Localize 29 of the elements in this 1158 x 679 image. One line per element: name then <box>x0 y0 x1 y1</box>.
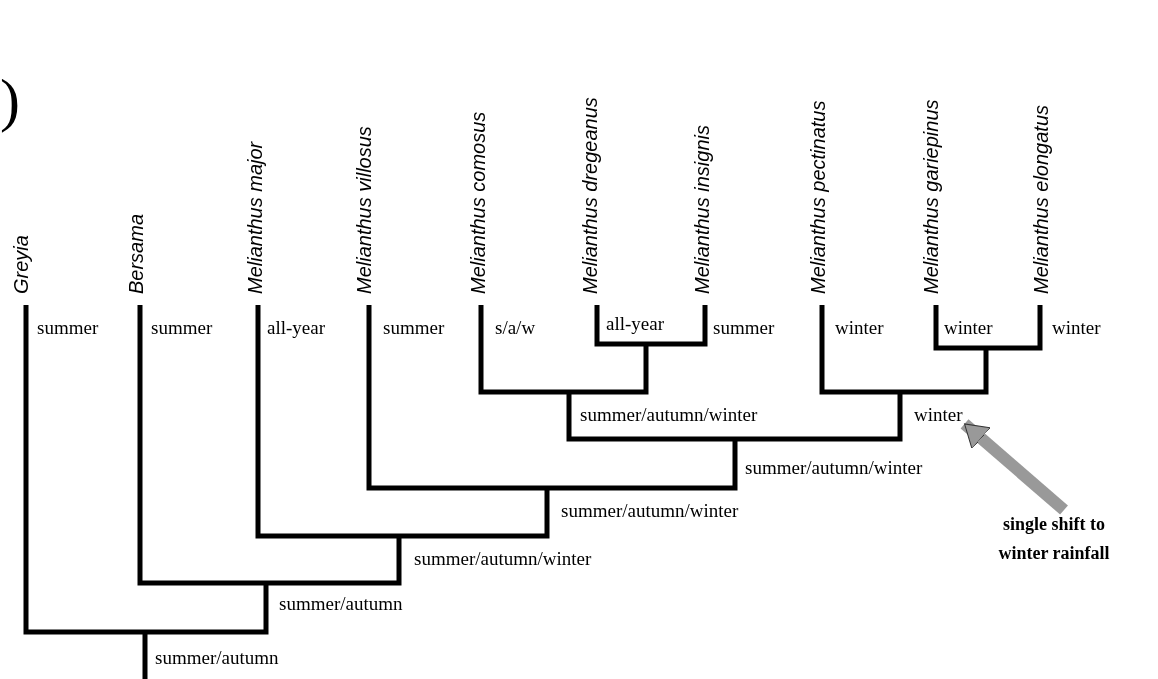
arrow <box>960 419 1068 515</box>
state-label: winter <box>944 318 993 339</box>
state-label: winter <box>835 318 884 339</box>
state-label: winter <box>914 405 963 426</box>
annotation-text: single shift to winter rainfall <box>984 510 1124 568</box>
state-label: all-year <box>606 314 664 335</box>
taxon-label: Melianthus insignis <box>691 125 713 294</box>
state-label: summer/autumn/winter <box>745 458 923 479</box>
taxon-label: Melianthus gariepinus <box>920 99 942 294</box>
state-label: summer <box>151 318 213 339</box>
state-label: summer/autumn/winter <box>414 549 592 570</box>
taxon-label: Melianthus elongatus <box>1030 105 1052 294</box>
state-label: summer <box>713 318 775 339</box>
state-label: summer <box>383 318 445 339</box>
taxon-label: Melianthus dregeanus <box>579 97 601 294</box>
state-label: summer <box>37 318 99 339</box>
state-label: summer/autumn/winter <box>580 405 758 426</box>
taxon-label: Greyia <box>10 235 32 294</box>
state-label: all-year <box>267 318 325 339</box>
state-label: summer/autumn <box>279 594 403 615</box>
taxon-label: Melianthus pectinatus <box>807 100 829 294</box>
state-label: winter <box>1052 318 1101 339</box>
state-label: s/a/w <box>495 318 536 339</box>
state-label: summer/autumn/winter <box>561 501 739 522</box>
taxon-label: Bersama <box>125 213 147 294</box>
taxon-label: Melianthus villosus <box>353 126 375 294</box>
state-label: summer/autumn <box>155 648 279 669</box>
taxon-label: Melianthus comosus <box>467 111 489 294</box>
taxon-label: Melianthus major <box>244 141 266 294</box>
